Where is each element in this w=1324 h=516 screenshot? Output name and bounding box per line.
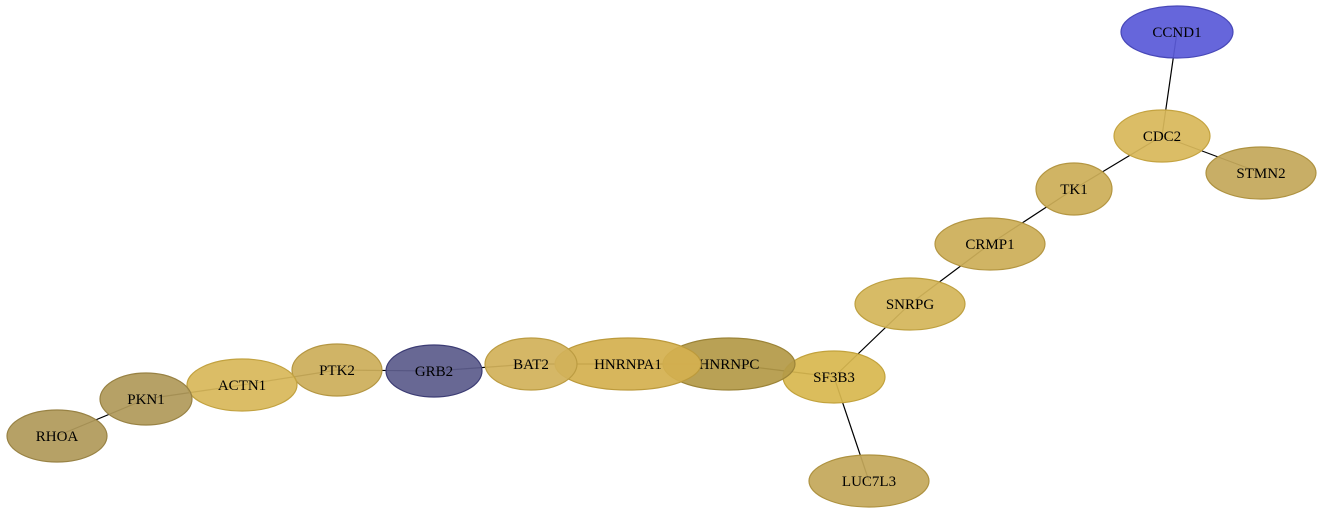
node-luc7l3[interactable]: LUC7L3: [808, 454, 930, 508]
node-ptk2[interactable]: PTK2: [291, 343, 383, 397]
node-label-grb2: GRB2: [415, 364, 453, 380]
node-ellipse-actn1[interactable]: [186, 358, 298, 412]
node-ellipse-bat2[interactable]: [484, 337, 578, 391]
node-ellipse-tk1[interactable]: [1035, 162, 1113, 216]
node-label-ccnd1: CCND1: [1152, 25, 1201, 41]
node-pkn1[interactable]: PKN1: [99, 372, 193, 426]
node-ellipse-stmn2[interactable]: [1205, 146, 1317, 200]
node-ellipse-ccnd1[interactable]: [1120, 5, 1234, 59]
node-bat2[interactable]: BAT2: [484, 337, 578, 391]
node-label-stmn2: STMN2: [1236, 166, 1285, 182]
node-label-hnrnpa1: HNRNPA1: [594, 357, 662, 373]
node-ellipse-ptk2[interactable]: [291, 343, 383, 397]
node-grb2[interactable]: GRB2: [385, 344, 483, 398]
node-tk1[interactable]: TK1: [1035, 162, 1113, 216]
node-cdc2[interactable]: CDC2: [1113, 109, 1211, 163]
edge-layer: [56, 31, 1262, 482]
node-label-ptk2: PTK2: [319, 363, 355, 379]
node-stmn2[interactable]: STMN2: [1205, 146, 1317, 200]
node-label-crmp1: CRMP1: [965, 237, 1014, 253]
node-label-sf3b3: SF3B3: [813, 370, 855, 386]
node-label-luc7l3: LUC7L3: [842, 474, 896, 490]
node-label-actn1: ACTN1: [218, 378, 266, 394]
node-hnrnpa1[interactable]: HNRNPA1: [554, 337, 702, 391]
node-ellipse-crmp1[interactable]: [934, 217, 1046, 271]
node-ellipse-luc7l3[interactable]: [808, 454, 930, 508]
node-label-pkn1: PKN1: [127, 392, 165, 408]
node-ellipse-snrpg[interactable]: [854, 277, 966, 331]
node-ellipse-pkn1[interactable]: [99, 372, 193, 426]
node-label-cdc2: CDC2: [1143, 129, 1181, 145]
node-ellipse-cdc2[interactable]: [1113, 109, 1211, 163]
node-snrpg[interactable]: SNRPG: [854, 277, 966, 331]
node-crmp1[interactable]: CRMP1: [934, 217, 1046, 271]
node-actn1[interactable]: ACTN1: [186, 358, 298, 412]
node-sf3b3[interactable]: SF3B3: [782, 350, 886, 404]
node-ellipse-grb2[interactable]: [385, 344, 483, 398]
node-label-hnrnpc: HNRNPC: [699, 357, 760, 373]
node-label-tk1: TK1: [1060, 182, 1088, 198]
node-ccnd1[interactable]: CCND1: [1120, 5, 1234, 59]
node-rhoa[interactable]: RHOA: [6, 409, 108, 463]
node-label-rhoa: RHOA: [36, 429, 79, 445]
node-ellipse-rhoa[interactable]: [6, 409, 108, 463]
node-label-bat2: BAT2: [513, 357, 549, 373]
node-label-snrpg: SNRPG: [886, 297, 935, 313]
